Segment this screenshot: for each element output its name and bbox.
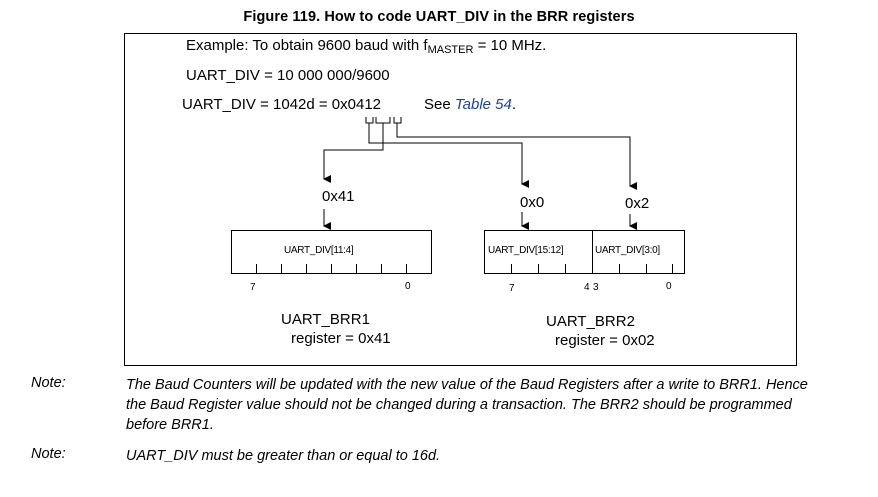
calc-line-2: UART_DIV = 1042d = 0x0412 <box>182 96 382 113</box>
connector-0x2 <box>396 123 637 190</box>
note-1-key: Note: <box>31 375 66 391</box>
see-prefix: See <box>424 96 455 113</box>
brr2-register-value: register = 0x02 <box>555 332 655 349</box>
see-table-reference: See Table 54. <box>424 96 516 113</box>
hex-label-0x2: 0x2 <box>625 195 650 212</box>
example-prefix: Example: To obtain 9600 baud with f <box>186 37 428 54</box>
brr2-bit-7: 7 <box>509 283 515 294</box>
brr1-field-label: UART_DIV[11:4] <box>284 245 354 256</box>
note-2-text: UART_DIV must be greater than or equal t… <box>126 448 441 464</box>
figure-frame <box>124 33 797 366</box>
example-suffix: = 10 MHz. <box>473 37 547 54</box>
connector-0x0 <box>368 123 529 188</box>
table-54-link[interactable]: Table 54 <box>454 96 512 113</box>
bracket-digits-41 <box>375 117 391 124</box>
brr2-field-high-label: UART_DIV[15:12] <box>488 245 564 256</box>
brr2-field-low-label: UART_DIV[3:0] <box>595 245 660 256</box>
figure-title: Figure 119. How to code UART_DIV in the … <box>243 9 635 25</box>
brr1-bit-7: 7 <box>250 282 256 293</box>
note-2-key: Note: <box>31 446 66 462</box>
brr1-register-name: UART_BRR1 <box>281 311 370 328</box>
hex-label-0x0: 0x0 <box>520 194 545 211</box>
hex-label-0x41: 0x41 <box>322 188 355 205</box>
brr1-register-value: register = 0x41 <box>291 330 391 347</box>
brr1-register-box <box>231 230 432 274</box>
bracket-digit-2 <box>393 117 402 124</box>
brr1-bit-0: 0 <box>405 281 411 292</box>
brr2-bit-3: 3 <box>593 282 599 293</box>
connector-0x41 <box>323 123 384 183</box>
see-suffix: . <box>511 96 517 113</box>
example-line: Example: To obtain 9600 baud with fMASTE… <box>186 37 547 56</box>
brr2-register-box <box>484 230 685 274</box>
example-subscript: MASTER <box>427 44 474 56</box>
note-1-text: The Baud Counters will be updated with t… <box>126 377 808 433</box>
bracket-digit-0 <box>365 117 374 124</box>
brr2-bit-4: 4 <box>584 282 590 293</box>
brr2-register-name: UART_BRR2 <box>546 313 635 330</box>
brr2-bit-0: 0 <box>666 281 672 292</box>
calc-line-1: UART_DIV = 10 000 000/9600 <box>186 67 390 84</box>
